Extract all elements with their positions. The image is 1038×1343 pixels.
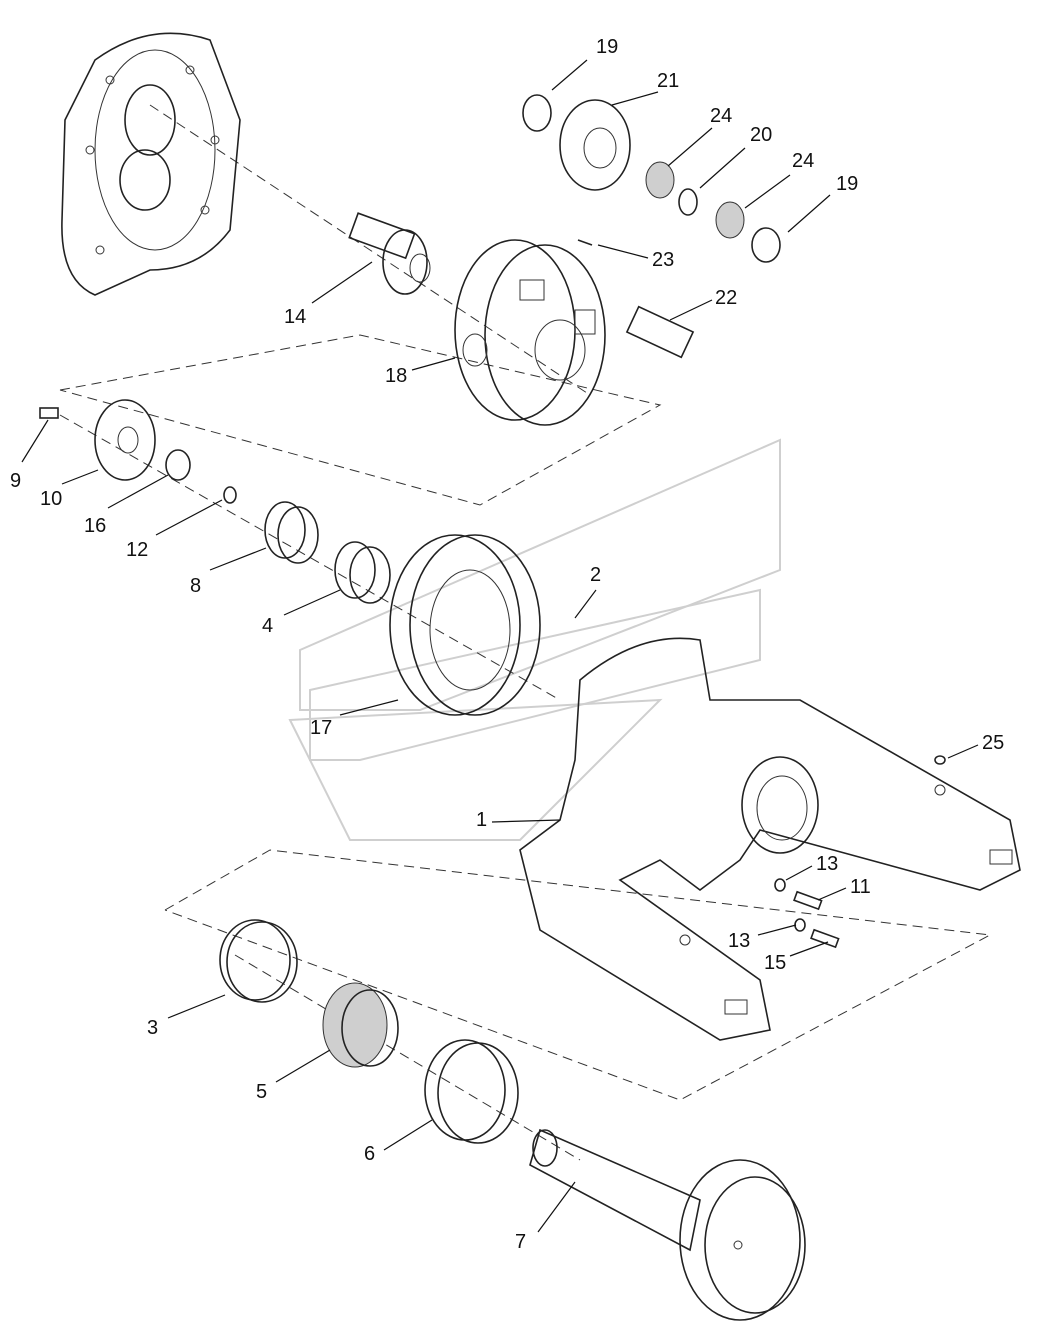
callout-13b: 13 [728,930,750,952]
callout-15: 15 [764,952,786,974]
pinion-shaft [348,212,431,295]
ring-gear [389,534,541,716]
callout-1: 1 [476,809,487,831]
callout-24a: 24 [710,105,732,127]
callout-7: 7 [515,1231,526,1253]
callout-8: 8 [190,575,201,597]
planet-carrier [454,239,606,426]
planet-pin [577,239,695,359]
callout-5: 5 [256,1081,267,1103]
callout-10: 10 [40,488,62,510]
callout-23: 23 [652,249,674,271]
thrust-plate-group [39,399,237,504]
callout-18: 18 [385,365,407,387]
callout-2: 2 [590,564,601,586]
callout-12: 12 [126,539,148,561]
callout-17: 17 [310,717,332,739]
housing-cover [61,32,241,296]
callout-9: 9 [10,470,21,492]
callout-3: 3 [147,1017,158,1039]
leader-lines [21,59,979,1233]
callout-16: 16 [84,515,106,537]
callout-24b: 24 [792,150,814,172]
planet-gear-stack [522,94,781,263]
callout-19b: 19 [836,173,858,195]
callout-19a: 19 [596,36,618,58]
group-outlines [59,104,992,1161]
callout-6: 6 [364,1143,375,1165]
callout-13a: 13 [816,853,838,875]
callout-25: 25 [982,732,1004,754]
bearing-outer [264,501,391,604]
lower-bearings [219,919,519,1144]
callout-14: 14 [284,306,306,328]
axle-housing [519,637,1021,1041]
fasteners-right [774,755,946,949]
callout-21: 21 [657,70,679,92]
watermark-logo [288,438,781,841]
callout-22: 22 [715,287,737,309]
axle-shaft [529,1128,806,1321]
callout-20: 20 [750,124,772,146]
callout-4: 4 [262,615,273,637]
callout-11: 11 [850,876,871,898]
